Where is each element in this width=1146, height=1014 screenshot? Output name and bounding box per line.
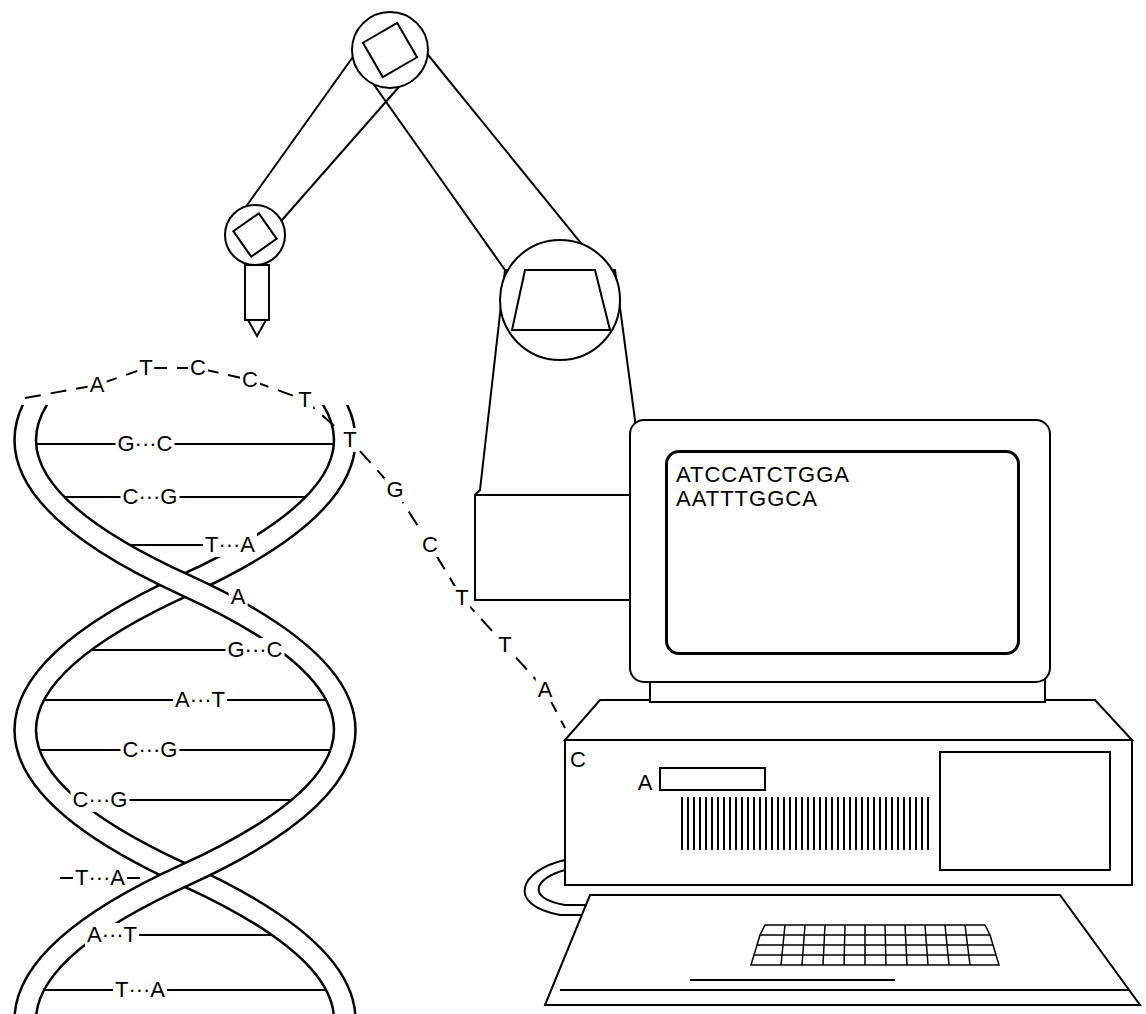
base-letter: A <box>229 585 248 609</box>
base-letter: T <box>341 428 358 452</box>
base-letter: C <box>568 748 588 772</box>
screen-text: ATCCATCTGGA AATTTGGCA <box>676 463 886 511</box>
base-pair: T···A <box>113 978 167 1002</box>
base-letter: A <box>536 678 555 702</box>
base-letter: C <box>420 533 440 557</box>
base-letter: T <box>137 356 154 380</box>
base-letter: T <box>453 586 470 610</box>
base-letter: G <box>384 478 405 502</box>
base-pair: A···T <box>173 688 227 712</box>
dna-helix <box>25 405 345 1014</box>
base-pair: A···T <box>85 923 139 947</box>
monitor-screen: ATCCATCTGGA AATTTGGCA <box>665 450 1020 655</box>
robot-arm <box>225 12 635 600</box>
base-letter: A <box>636 771 655 795</box>
base-letter: T <box>296 388 313 412</box>
base-letter: T <box>496 633 513 657</box>
base-pair: C···G <box>71 788 130 812</box>
base-pair: C···G <box>121 485 180 509</box>
base-pair: C···G <box>121 738 180 762</box>
base-letter: A <box>88 373 107 397</box>
base-pair: G···C <box>116 432 175 456</box>
base-pair: T···A <box>73 866 127 890</box>
vent-slots <box>682 797 928 850</box>
base-letter: C <box>188 356 208 380</box>
keyboard-keys <box>751 925 999 965</box>
base-letter: C <box>240 368 260 392</box>
computer <box>525 420 1140 1005</box>
base-pair: G···C <box>226 638 285 662</box>
base-pair: T···A <box>203 533 257 557</box>
